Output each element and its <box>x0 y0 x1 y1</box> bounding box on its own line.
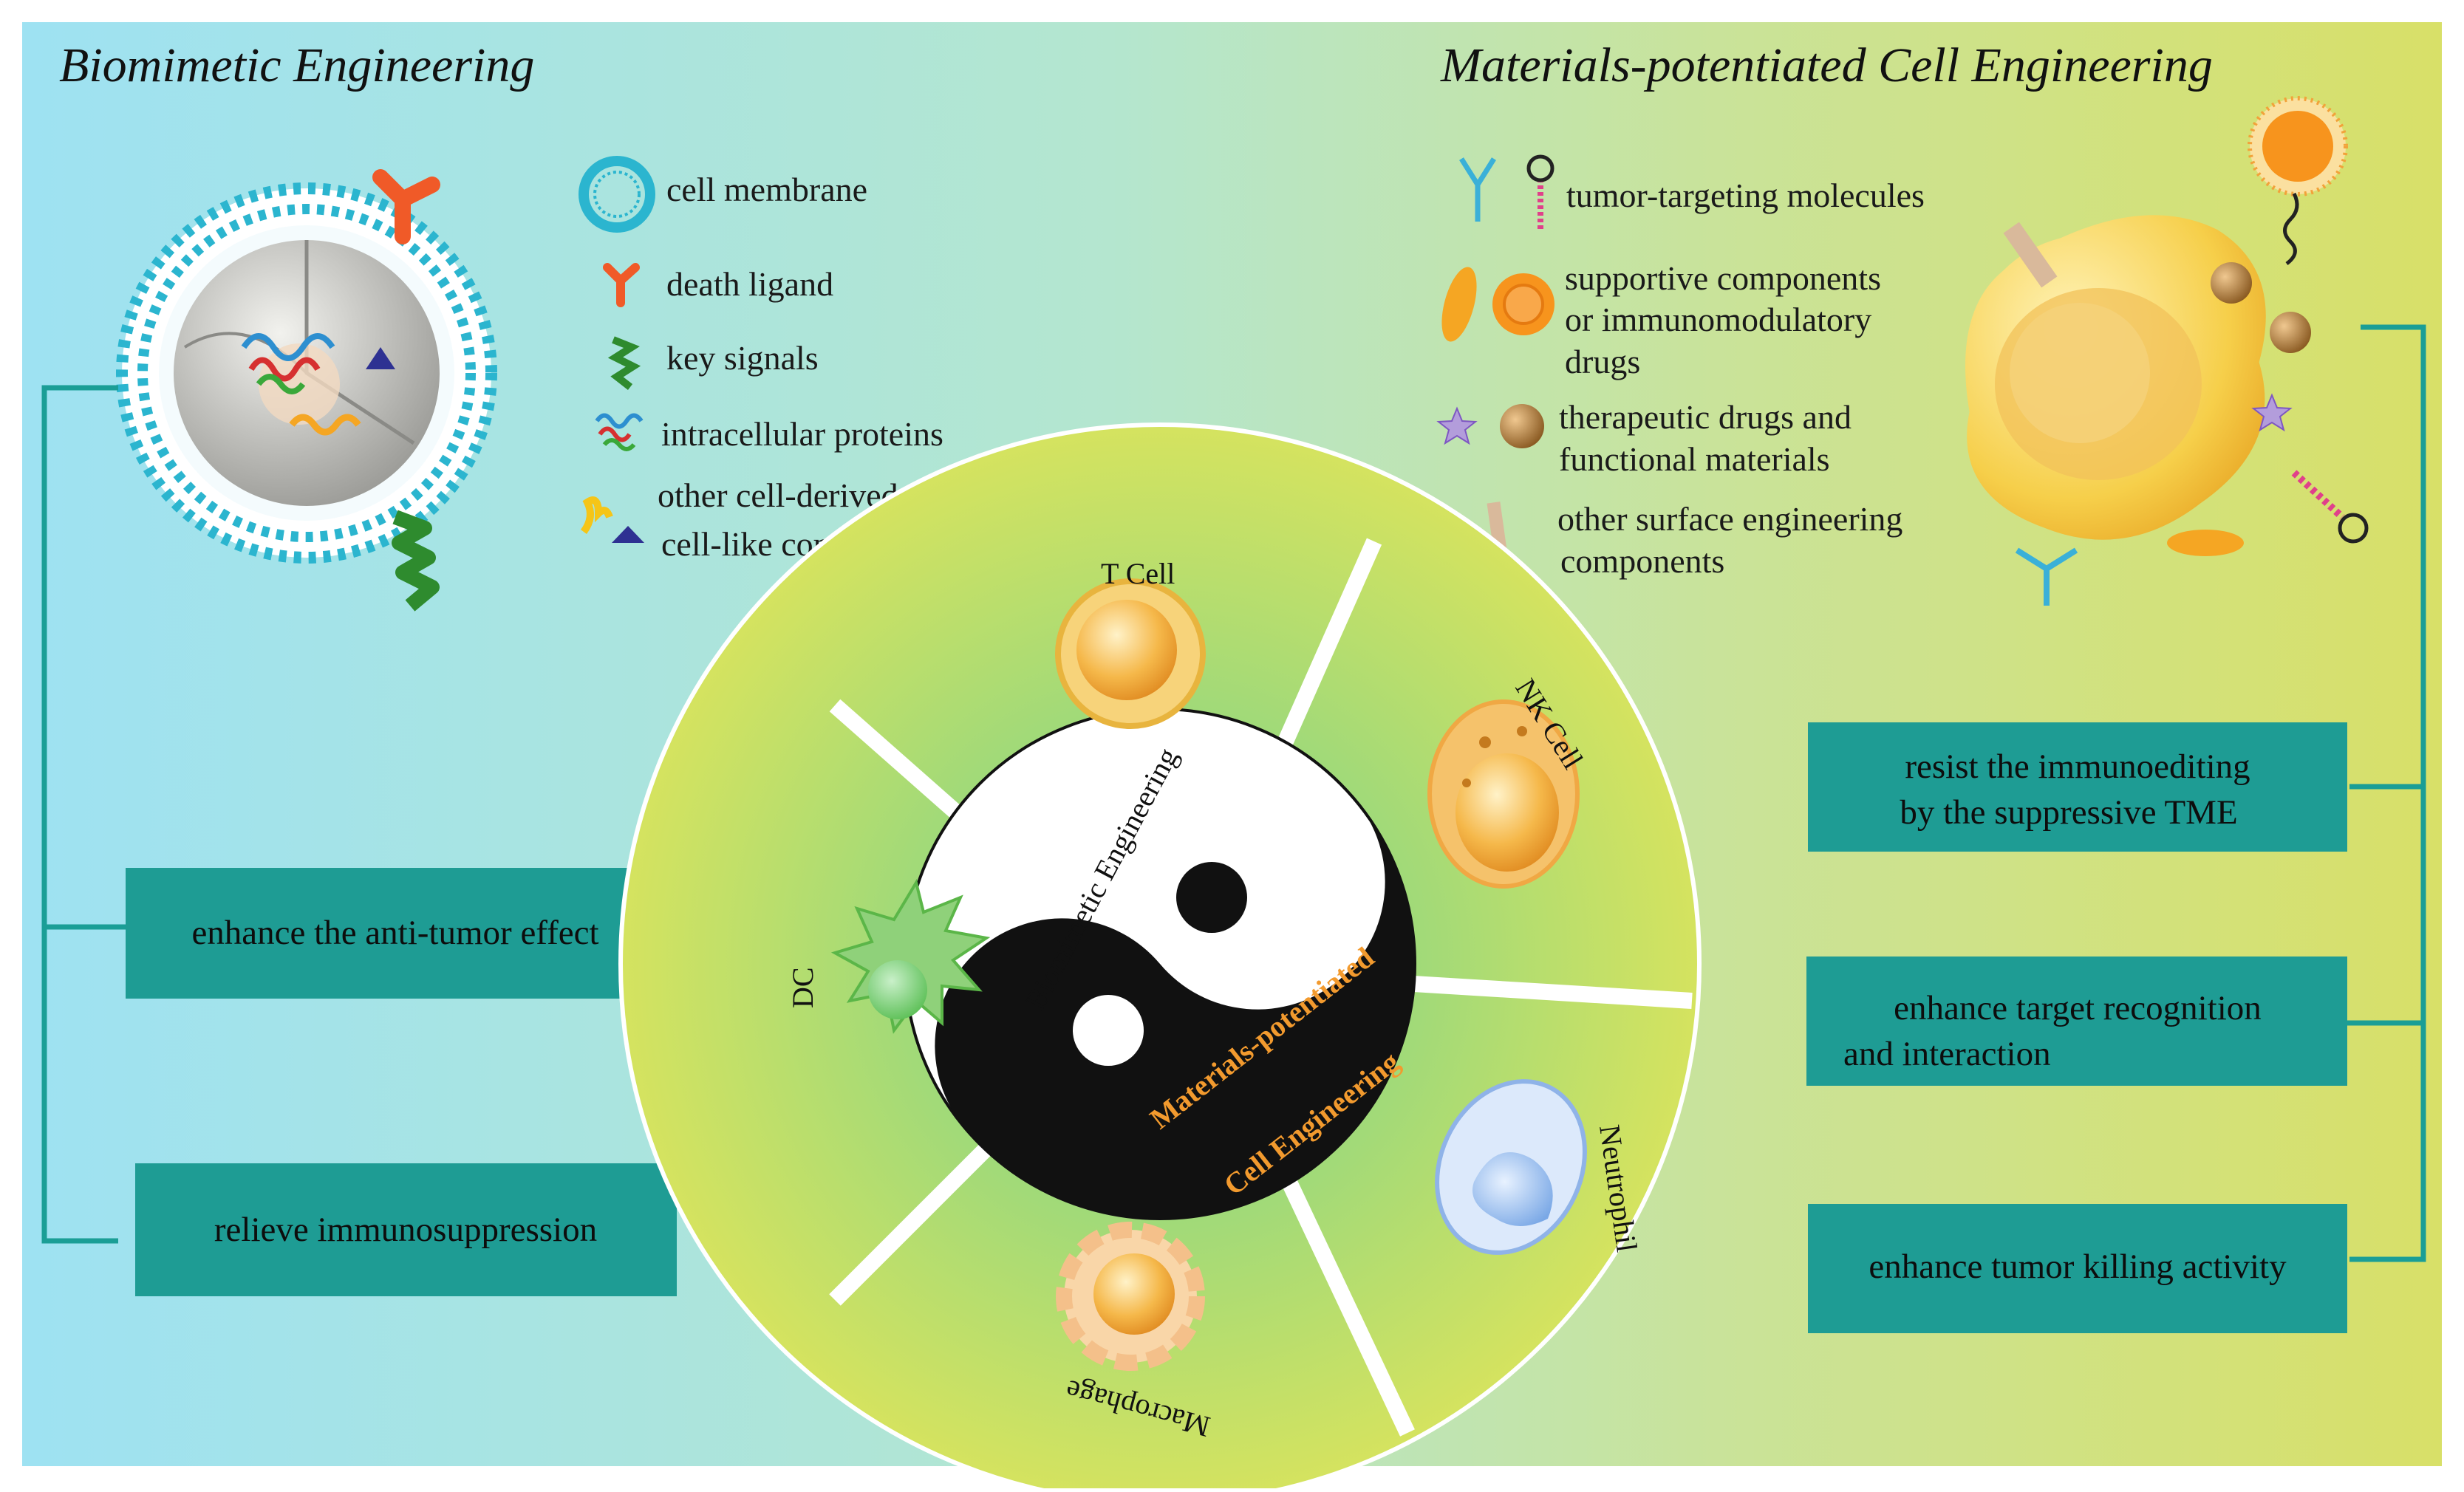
legend-cell-membrane: cell membrane <box>666 171 867 208</box>
t-cell-icon <box>1055 578 1206 729</box>
left-box-1: enhance the anti-tumor effect <box>126 868 665 999</box>
death-ligand-icon <box>603 263 640 307</box>
nk-cell-icon <box>1427 699 1580 889</box>
right-box-1: resist the immunoediting by the suppress… <box>1808 722 2347 852</box>
cell-derived-components-icon <box>580 496 644 543</box>
legend-therapeutic-2: functional materials <box>1559 440 1830 478</box>
legend-key-signals: key signals <box>666 339 819 377</box>
wheel-divider <box>829 699 966 823</box>
biomimetic-nanoparticle-icon <box>116 169 497 612</box>
left-bracket <box>41 385 126 1244</box>
wheel-divider <box>1278 1171 1415 1437</box>
right-box-2-line2: and interaction <box>1843 1035 2051 1073</box>
key-signals-icon <box>607 336 641 390</box>
cell-wheel: Biomimetic Engineering Materials-potenti… <box>618 422 1702 1492</box>
legend-tumor-targeting: tumor-targeting molecules <box>1566 177 1925 214</box>
legend-supportive-3: drugs <box>1565 343 1640 380</box>
legend-surface-1: other surface engineering <box>1557 500 1902 538</box>
right-box-2-line1: enhance target recognition <box>1894 989 2262 1027</box>
legend-supportive-2: or immunomodulatory <box>1565 301 1871 338</box>
right-title: Materials-potentiated Cell Engineering <box>1440 38 2213 92</box>
right-box-1-line2: by the suppressive TME <box>1900 793 2237 832</box>
intracellular-proteins-icon <box>595 413 644 451</box>
left-box-1-label: enhance the anti-tumor effect <box>191 914 598 952</box>
right-box-3-line1: enhance tumor killing activity <box>1869 1248 2287 1286</box>
star-particle-icon <box>1436 404 1544 448</box>
left-box-2: relieve immunosuppression <box>135 1163 677 1296</box>
wheel-divider <box>829 1132 1003 1306</box>
cell-membrane-icon <box>579 156 655 233</box>
macrophage-icon <box>1056 1222 1205 1371</box>
dendritic-cell-icon <box>830 878 991 1034</box>
engineered-cell-icon <box>1965 96 2369 606</box>
antibody-aptamer-icon <box>1459 154 1554 229</box>
legend-surface-2: components <box>1560 542 1724 580</box>
legend-supportive-1: supportive components <box>1565 259 1881 297</box>
legend-therapeutic-1: therapeutic drugs and <box>1559 398 1852 436</box>
right-box-3: enhance tumor killing activity <box>1808 1204 2347 1333</box>
wheel-divider <box>1388 974 1693 1009</box>
left-legend: cell membrane death ligand key signals i… <box>579 156 946 563</box>
right-box-1-line1: resist the immunoediting <box>1905 747 2250 786</box>
left-title: Biomimetic Engineering <box>59 38 534 92</box>
left-box-2-label: relieve immunosuppression <box>214 1211 597 1249</box>
right-bracket <box>2346 324 2426 1262</box>
liposome-icon <box>1441 267 1554 342</box>
legend-intracellular-proteins: intracellular proteins <box>661 415 943 453</box>
t-cell-label: T Cell <box>1101 557 1175 590</box>
neutrophil-icon <box>1435 1079 1587 1255</box>
right-box-2: enhance target recognition and interacti… <box>1806 957 2347 1086</box>
legend-death-ligand: death ligand <box>666 265 833 303</box>
wheel-divider <box>1274 538 1382 753</box>
dc-label: DC <box>786 967 819 1008</box>
right-legend: tumor-targeting molecules supportive com… <box>1436 154 1925 580</box>
